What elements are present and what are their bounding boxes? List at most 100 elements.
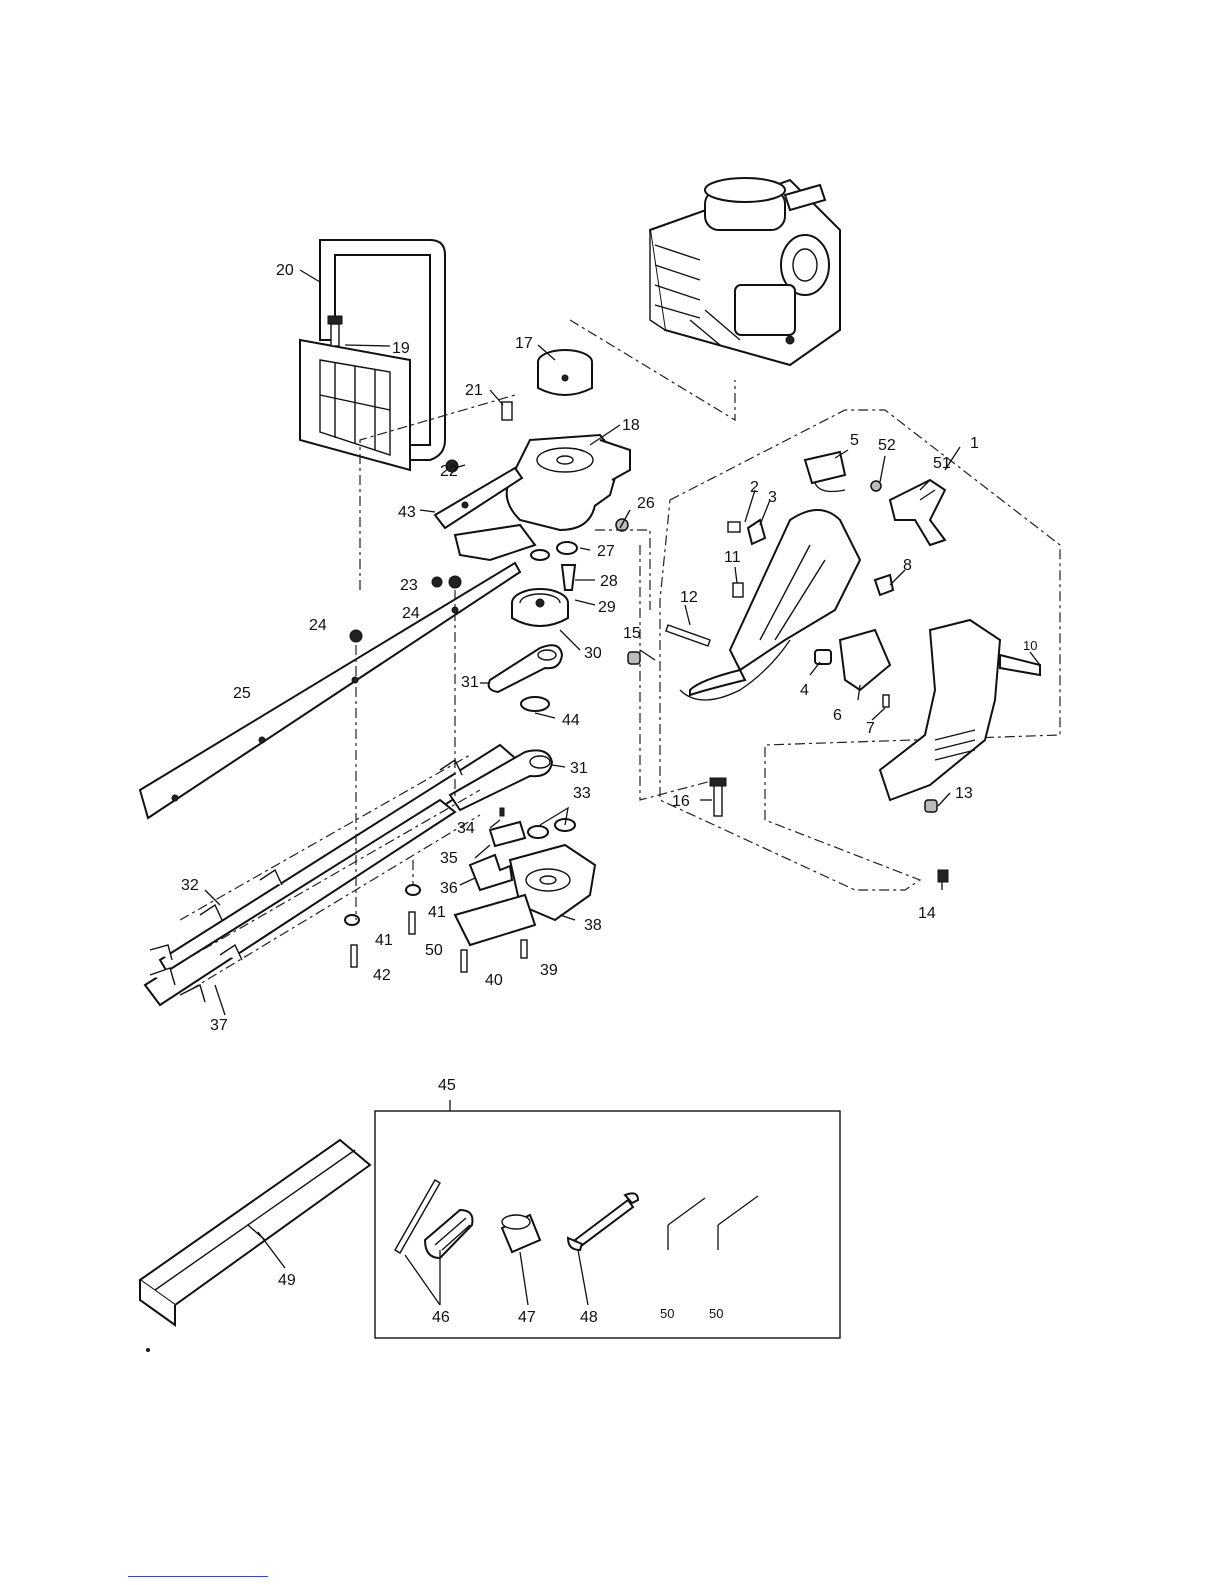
callout-52: 52 bbox=[878, 437, 896, 454]
bracket bbox=[455, 525, 535, 560]
hand-guard bbox=[300, 340, 410, 470]
callout-35: 35 bbox=[440, 850, 458, 867]
callout-28: 28 bbox=[600, 573, 618, 590]
bolt-12 bbox=[666, 625, 710, 646]
plate-43-hole bbox=[462, 502, 468, 508]
callout-4: 4 bbox=[800, 682, 809, 699]
screw-21 bbox=[502, 402, 512, 420]
screw-7 bbox=[883, 695, 889, 707]
callout-44: 44 bbox=[562, 712, 580, 729]
bolt-40 bbox=[461, 950, 467, 972]
callout-11: 11 bbox=[724, 549, 741, 566]
callout-22: 22 bbox=[440, 463, 458, 480]
corner-dot bbox=[147, 1349, 150, 1352]
callout-24-upper: 24 bbox=[402, 605, 420, 622]
callout-12: 12 bbox=[680, 589, 698, 606]
callout-34: 34 bbox=[457, 820, 475, 837]
washer-33a bbox=[528, 826, 548, 838]
callout-16: 16 bbox=[672, 793, 690, 810]
callout-24-lower: 24 bbox=[309, 617, 327, 634]
part-4 bbox=[815, 650, 831, 664]
callout-25: 25 bbox=[233, 685, 251, 702]
gear-30 bbox=[512, 589, 568, 626]
callout-27: 27 bbox=[597, 543, 615, 560]
clip-44 bbox=[521, 697, 549, 711]
bolt-16 bbox=[710, 778, 726, 816]
gear-side-line bbox=[595, 530, 650, 610]
part-52 bbox=[871, 481, 881, 491]
callout-33: 33 bbox=[573, 785, 591, 802]
callout-5: 5 bbox=[850, 432, 859, 449]
nut-13 bbox=[925, 800, 937, 812]
callout-51: 51 bbox=[933, 455, 951, 472]
bolt-50-lower bbox=[409, 912, 415, 934]
clutch-drum bbox=[538, 350, 592, 395]
callout-10: 10 bbox=[1023, 638, 1037, 653]
callout-29: 29 bbox=[598, 599, 616, 616]
callout-48: 48 bbox=[580, 1309, 598, 1326]
callout-13: 13 bbox=[955, 785, 973, 802]
callout-49: 49 bbox=[278, 1272, 296, 1289]
lever-51 bbox=[890, 480, 945, 545]
callout-41-lower: 41 bbox=[375, 932, 393, 949]
spacer-36 bbox=[470, 855, 512, 890]
callout-45: 45 bbox=[438, 1077, 456, 1094]
washer-41b bbox=[345, 915, 359, 925]
callout-46: 46 bbox=[432, 1309, 450, 1326]
callout-20: 20 bbox=[276, 262, 294, 279]
callout-39: 39 bbox=[540, 962, 558, 979]
nut-24-lower bbox=[350, 630, 362, 642]
rod-ring-lower bbox=[530, 756, 550, 768]
pin-34 bbox=[500, 808, 504, 816]
slot-line-2 bbox=[185, 790, 480, 960]
callout-19: 19 bbox=[392, 340, 410, 357]
callout-50-lower: 50 bbox=[425, 942, 443, 959]
callout-3: 3 bbox=[768, 489, 777, 506]
plate-6 bbox=[840, 630, 890, 690]
callout-8: 8 bbox=[903, 557, 912, 574]
callout-17: 17 bbox=[515, 335, 533, 352]
switch-5-wire bbox=[815, 483, 845, 491]
rod-ring bbox=[538, 650, 556, 660]
callout-2: 2 bbox=[750, 479, 759, 496]
bolt-14 bbox=[938, 870, 948, 882]
shaft-28 bbox=[562, 565, 575, 590]
switch-5 bbox=[805, 452, 845, 483]
callout-6: 6 bbox=[833, 707, 842, 724]
callout-21: 21 bbox=[465, 382, 483, 399]
lower-housing-38 bbox=[455, 845, 595, 945]
callout-31-lower: 31 bbox=[570, 760, 588, 777]
callout-15: 15 bbox=[623, 625, 641, 642]
screw-2 bbox=[728, 522, 740, 532]
callout-37: 37 bbox=[210, 1017, 228, 1034]
clamp-3 bbox=[748, 520, 765, 544]
callout-18: 18 bbox=[622, 417, 640, 434]
callout-36: 36 bbox=[440, 880, 458, 897]
rear-handle-body bbox=[690, 510, 860, 695]
callout-14: 14 bbox=[918, 905, 936, 922]
nut-24-upper bbox=[449, 576, 461, 588]
callout-47: 47 bbox=[518, 1309, 536, 1326]
bolt-39 bbox=[521, 940, 527, 958]
callout-38: 38 bbox=[584, 917, 602, 934]
callout-40: 40 bbox=[485, 972, 503, 989]
callout-50-key-a: 50 bbox=[660, 1306, 674, 1321]
callout-32: 32 bbox=[181, 877, 199, 894]
callout-7: 7 bbox=[866, 720, 875, 737]
screw-11 bbox=[733, 583, 743, 597]
engine bbox=[650, 178, 840, 365]
callout-42: 42 bbox=[373, 967, 391, 984]
frame-line-right bbox=[640, 545, 715, 800]
callout-1: 1 bbox=[970, 435, 979, 452]
callout-43: 43 bbox=[398, 504, 416, 521]
gear-housing bbox=[507, 435, 630, 530]
part-15 bbox=[628, 652, 640, 664]
callout-50-key-b: 50 bbox=[709, 1306, 723, 1321]
slot-line-3 bbox=[190, 815, 480, 990]
callout-30: 30 bbox=[584, 645, 602, 662]
footer-link-underline[interactable] bbox=[128, 1576, 268, 1577]
washer-41a bbox=[406, 885, 420, 895]
callout-23: 23 bbox=[400, 577, 418, 594]
callout-41-upper: 41 bbox=[428, 904, 446, 921]
